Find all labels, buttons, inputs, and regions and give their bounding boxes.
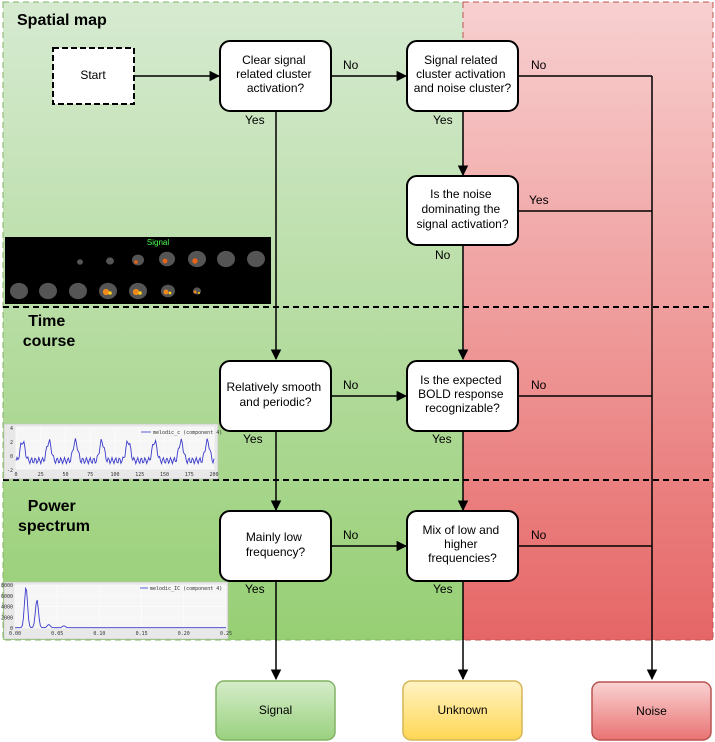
label-noise-dominating-no: No [435, 248, 451, 262]
decision-smooth-periodic: Relatively smooth and periodic? [219, 360, 332, 432]
brain-slice [247, 250, 265, 268]
svg-text:6000: 6000 [1, 594, 13, 600]
svg-text:Signal: Signal [259, 703, 292, 717]
outcome-noise: Noise [591, 681, 712, 741]
label-signal-noise-no: No [531, 58, 547, 72]
svg-text:125: 125 [135, 472, 144, 478]
label-noise-dominating-yes: Yes [529, 193, 549, 207]
svg-text:200: 200 [209, 472, 218, 478]
label-clear-yes: Yes [245, 113, 265, 127]
svg-text:175: 175 [185, 472, 194, 478]
section-title-spatial-map: Spatial map [17, 12, 107, 29]
svg-text:0.20: 0.20 [178, 631, 190, 637]
section-title-power-spectrum: Power spectrum [18, 498, 90, 535]
svg-text:0: 0 [14, 472, 17, 478]
decision-signal-and-noise: Signal related cluster activation and no… [406, 40, 519, 112]
svg-text:0.10: 0.10 [93, 631, 105, 637]
section-title-time-course: Time course [23, 313, 76, 350]
svg-text:Unknown: Unknown [437, 703, 487, 717]
brain-thumbnail-title: Signal [147, 238, 169, 247]
svg-text:Clear signal related clu: Clear signal related cluster activation? [236, 53, 315, 95]
svg-text:25: 25 [38, 472, 44, 478]
svg-text:Mix of low and higher: Mix of low and higher frequencies? [422, 523, 502, 565]
start-node: Start [52, 47, 135, 105]
label-smooth-yes: Yes [243, 432, 263, 446]
brain-slice [69, 282, 87, 300]
svg-text:2: 2 [10, 440, 13, 446]
svg-text:0.00: 0.00 [9, 631, 21, 637]
brain-slice [10, 282, 28, 300]
svg-text:75: 75 [87, 472, 93, 478]
svg-text:0: 0 [10, 626, 13, 632]
brain-slice [77, 259, 83, 265]
svg-text:Signal related cluster a: Signal related cluster activation and no… [414, 53, 512, 95]
label-mix-yes: Yes [433, 582, 453, 596]
svg-text:0: 0 [10, 454, 13, 460]
svg-text:Noise: Noise [636, 704, 667, 718]
label-low-yes: Yes [245, 582, 265, 596]
decision-clear-signal: Clear signal related cluster activation? [219, 40, 332, 112]
svg-text:Relatively smooth and pe: Relatively smooth and periodic? [226, 380, 324, 409]
outcome-unknown: Unknown [402, 680, 523, 741]
power-spectrum-thumbnail: melodic_IC (component 4) 8000 6000 4000 200… [1, 581, 232, 640]
svg-text:Start: Start [80, 68, 106, 82]
svg-text:Is the noise dominating: Is the noise dominating the signal activ… [416, 187, 508, 231]
brain-slice [106, 257, 114, 265]
label-mix-no: No [531, 528, 547, 542]
svg-text:-2: -2 [7, 468, 13, 474]
svg-text:Is the expected BOLD res: Is the expected BOLD response recognizab… [418, 373, 507, 415]
edges [134, 70, 658, 681]
svg-text:Mainly low frequency?: Mainly low frequency? [246, 530, 306, 559]
svg-text:8000: 8000 [1, 583, 13, 589]
svg-text:4000: 4000 [1, 605, 13, 611]
decision-bold-response: Is the expected BOLD response recognizab… [406, 360, 519, 432]
svg-text:100: 100 [110, 472, 119, 478]
brain-slice [217, 250, 235, 268]
svg-text:0.25: 0.25 [220, 631, 232, 637]
svg-text:0.15: 0.15 [136, 631, 148, 637]
label-bold-no: No [531, 378, 547, 392]
decision-low-frequency: Mainly low frequency? [219, 510, 332, 582]
label-low-no: No [343, 528, 359, 542]
spectrum-legend: melodic_IC (component 4) [150, 586, 222, 592]
brain-slice [188, 250, 206, 268]
svg-text:150: 150 [160, 472, 169, 478]
decision-noise-dominating: Is the noise dominating the signal activ… [406, 175, 519, 246]
label-signal-noise-yes: Yes [433, 113, 453, 127]
brain-slice [132, 254, 144, 266]
decision-mixed-frequencies: Mix of low and higher frequencies? [406, 510, 519, 582]
edge-labels: No Yes No Yes Yes No No No Yes Yes No No… [243, 58, 549, 596]
label-bold-yes: Yes [432, 432, 452, 446]
svg-text:0.05: 0.05 [51, 631, 63, 637]
brain-slice [159, 251, 175, 267]
label-clear-no: No [343, 58, 359, 72]
timecourse-legend: melodic_c (component 4) [153, 430, 222, 436]
label-smooth-no: No [343, 378, 359, 392]
svg-text:4: 4 [10, 426, 13, 432]
svg-text:2000: 2000 [1, 615, 13, 621]
brain-slice [39, 282, 57, 300]
svg-text:50: 50 [62, 472, 68, 478]
brain-slices-thumbnail: Signal [5, 237, 271, 304]
outcome-signal: Signal [215, 680, 336, 741]
